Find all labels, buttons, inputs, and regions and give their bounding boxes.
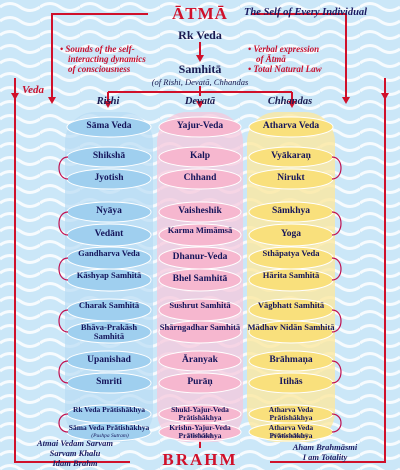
cell-oval-mid-4 xyxy=(158,223,242,247)
left-note-line-3: of consciousness xyxy=(68,64,131,74)
cell-oval-mid-0 xyxy=(158,116,242,138)
right-note-line-1: • Verbal expression xyxy=(248,44,320,54)
cell-right-0: Atharva Veda xyxy=(262,121,320,131)
cell-oval-mid-6 xyxy=(158,268,242,292)
left-note-line-1: • Sounds of the self- xyxy=(60,44,135,54)
cell-oval-left-0 xyxy=(66,116,152,138)
cell-mid-7: Sushrut Samhitā xyxy=(169,300,231,310)
cell-left-6: Kāshyap Samhitā xyxy=(76,270,142,280)
atma-subtitle: The Self of Every Individual xyxy=(244,7,368,18)
cell-oval-mid-8 xyxy=(158,320,242,344)
loop-arrow-right-5 xyxy=(331,413,342,433)
loop-arrow-left-5 xyxy=(58,413,69,433)
cell-right-2: Nirukt xyxy=(277,173,305,183)
loop-arrow-right-0 xyxy=(331,156,342,180)
cell-right-10: Itihās xyxy=(279,377,303,387)
right-note-line-3: • Total Natural Law xyxy=(248,64,322,74)
cell-mid-4: Karma Mimāmsā xyxy=(167,225,233,235)
cell-left-9: Upanishad xyxy=(87,355,131,365)
cell-mid-8: Shārngadhar Samhitā xyxy=(159,322,241,332)
column-header-chhandas: Chhandas xyxy=(267,96,313,107)
samhita-label: Samhitā xyxy=(178,62,222,76)
loop-arrow-left-1 xyxy=(58,211,69,236)
cell-right-11: Atharva Veda Prātishākhya xyxy=(268,405,314,422)
note-pushpa-sutram: (Pushpa Sutram) xyxy=(91,433,129,439)
cell-mid-0: Yajur-Veda xyxy=(176,121,224,131)
brahm-title: BRAHM xyxy=(162,450,238,469)
footer-left-line-1: Atmai Vedam Sarvam xyxy=(36,438,114,448)
cell-left-12: Sāma Veda Prātishākhya xyxy=(68,423,150,432)
cell-left-1: Shikshā xyxy=(92,151,126,161)
cell-oval-mid-12 xyxy=(158,422,242,442)
cell-mid-10: Purāņ xyxy=(187,377,213,387)
cell-right-3: Sāmkhya xyxy=(271,206,310,216)
loop-arrow-left-4 xyxy=(58,360,69,384)
cell-left-2: Jyotish xyxy=(94,173,124,183)
samhita-subtitle: (of Rishi, Devatā, Chhandas xyxy=(151,77,249,87)
column-header-rishi: Rishi xyxy=(96,96,120,107)
veda-side-label: Veda xyxy=(22,84,44,96)
cell-mid-9: Āranyak xyxy=(182,355,218,365)
cell-right-8: Mādhav Nidān Samhitā xyxy=(247,322,335,332)
loop-arrow-left-0 xyxy=(58,156,69,180)
cell-left-4: Vedānt xyxy=(94,229,124,239)
cell-mid-1: Kalp xyxy=(189,151,211,161)
cell-right-4: Yoga xyxy=(280,229,302,239)
cell-oval-mid-10 xyxy=(158,372,242,394)
left-note: • Sounds of the self- interacting dynami… xyxy=(60,44,170,74)
arrowheads xyxy=(11,55,389,108)
cell-mid-6: Bhel Samhitā xyxy=(172,274,228,284)
cell-left-3: Nyāya xyxy=(96,206,122,216)
cell-mid-3: Vaisheshik xyxy=(178,206,222,216)
right-note: • Verbal expression of Ātmā • Total Natu… xyxy=(248,44,378,74)
cell-left-11: Rk Veda Prātishākhya xyxy=(72,405,146,414)
cell-right-6: Hārita Samhitā xyxy=(262,270,320,280)
footer-left-line-2: Sarvam Khalu xyxy=(49,448,101,458)
footer-right-line-1: Aham Brahmāsmi xyxy=(292,442,358,452)
cell-right-1: Vyākaraņ xyxy=(271,151,311,161)
footer-right: Aham Brahmāsmi I am Totality xyxy=(268,442,382,462)
cell-oval-mid-1 xyxy=(158,146,242,168)
footer-left-line-3: Idam Brahm xyxy=(52,458,98,468)
loop-arrow-right-2 xyxy=(331,257,342,281)
cell-left-5: Gandharva Veda xyxy=(78,248,140,258)
loop-arrow-right-1 xyxy=(331,211,342,236)
cell-left-7: Charak Samhitā xyxy=(78,300,140,310)
loop-arrow-left-3 xyxy=(58,309,69,333)
right-note-line-2: of Ātmā xyxy=(256,54,286,64)
cell-left-10: Smriti xyxy=(96,377,122,387)
footer-right-line-2: I am Totality xyxy=(302,452,348,462)
left-note-line-2: interacting dynamics xyxy=(68,54,146,64)
cell-oval-mid-2 xyxy=(158,168,242,190)
cell-right-7: Vāgbhatt Samhitā xyxy=(257,300,325,310)
loop-arrow-right-4 xyxy=(331,360,342,384)
footer-left: Atmai Vedam Sarvam Sarvam Khalu Idam Bra… xyxy=(18,438,132,468)
cell-oval-right-0 xyxy=(248,116,334,138)
cell-mid-5: Dhanur-Veda xyxy=(172,252,228,262)
loop-arrow-left-2 xyxy=(58,257,69,281)
cell-mid-12: Krishn-Yajur-Veda Prātishākhya xyxy=(169,423,231,440)
cell-oval-mid-3 xyxy=(158,201,242,223)
note-chaturadhyayi: (Chaturadhyāyī) xyxy=(271,433,309,439)
cell-oval-mid-9 xyxy=(158,350,242,372)
cell-left-0: Sāma Veda xyxy=(86,121,132,131)
cell-mid-2: Chhand xyxy=(183,173,217,183)
cell-left-8: Bhāva-Prakāsh Samhitā xyxy=(80,322,138,341)
rk-veda-label: Rk Veda xyxy=(178,28,222,42)
note-taittiriya: (Taittirīya) xyxy=(188,433,212,439)
cell-right-12: Atharva Veda Prātishākhya xyxy=(268,423,314,440)
cell-right-5: Sthāpatya Veda xyxy=(262,248,320,258)
column-header-devata: Devatā xyxy=(184,96,216,107)
cell-mid-11: Shukl-Yajur-Veda Prātishākhya xyxy=(171,405,229,422)
loop-arrow-right-3 xyxy=(331,309,342,333)
cell-right-9: Brāhmaņa xyxy=(269,355,313,365)
atma-title: ĀTMĀ xyxy=(172,4,228,23)
